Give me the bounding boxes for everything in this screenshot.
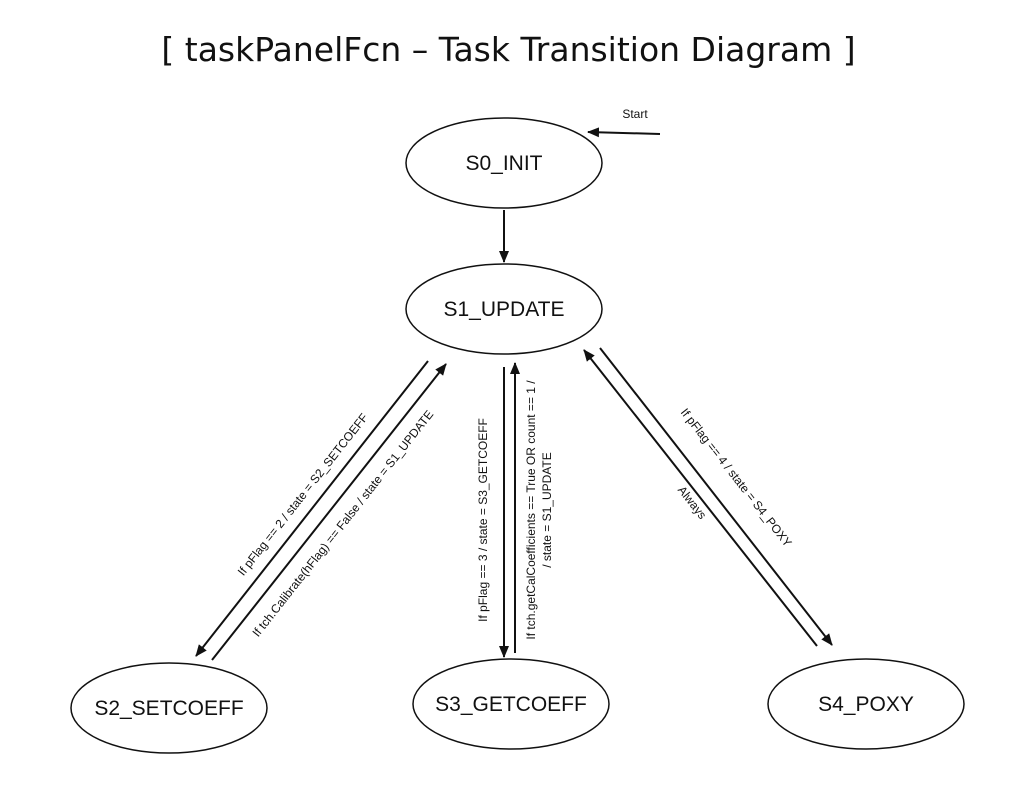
state-s4-poxy: S4_POXY [767,658,965,750]
state-s3-label: S3_GETCOEFF [435,693,587,716]
arrow-s2-to-s1 [211,363,447,661]
label-s1-to-s2: If pFlag == 2 / state = S2_SETCOEFF [235,411,371,579]
arrow-s4-to-s1 [583,349,818,647]
state-s3-getcoeff: S3_GETCOEFF [412,658,610,750]
arrow-s1-to-s4 [599,347,833,646]
start-label: Start [622,107,648,121]
label-s1-to-s3: If pFlag == 3 / state = S3_GETCOEFF [476,418,490,622]
state-s0-label: S0_INIT [465,152,542,175]
state-s1-label: S1_UPDATE [444,298,565,321]
state-s2-label: S2_SETCOEFF [94,697,243,720]
label-s1-to-s4: If pFlag == 4 / state = S4_POXY [678,406,795,550]
arrow-s1-to-s2 [195,360,429,657]
diagram-title: [ taskPanelFcn – Task Transition Diagram… [161,30,856,69]
label-s3-to-s1-line1: If tch.getCalCoefficients == True OR cou… [524,380,538,640]
start-arrow [587,127,661,138]
state-s1-update: S1_UPDATE [405,263,603,355]
label-s3-to-s1-line2: / state = S1_UPDATE [540,452,554,568]
state-s2-setcoeff: S2_SETCOEFF [70,662,268,754]
state-s0-init: S0_INIT [405,117,603,209]
state-s4-label: S4_POXY [818,693,914,716]
